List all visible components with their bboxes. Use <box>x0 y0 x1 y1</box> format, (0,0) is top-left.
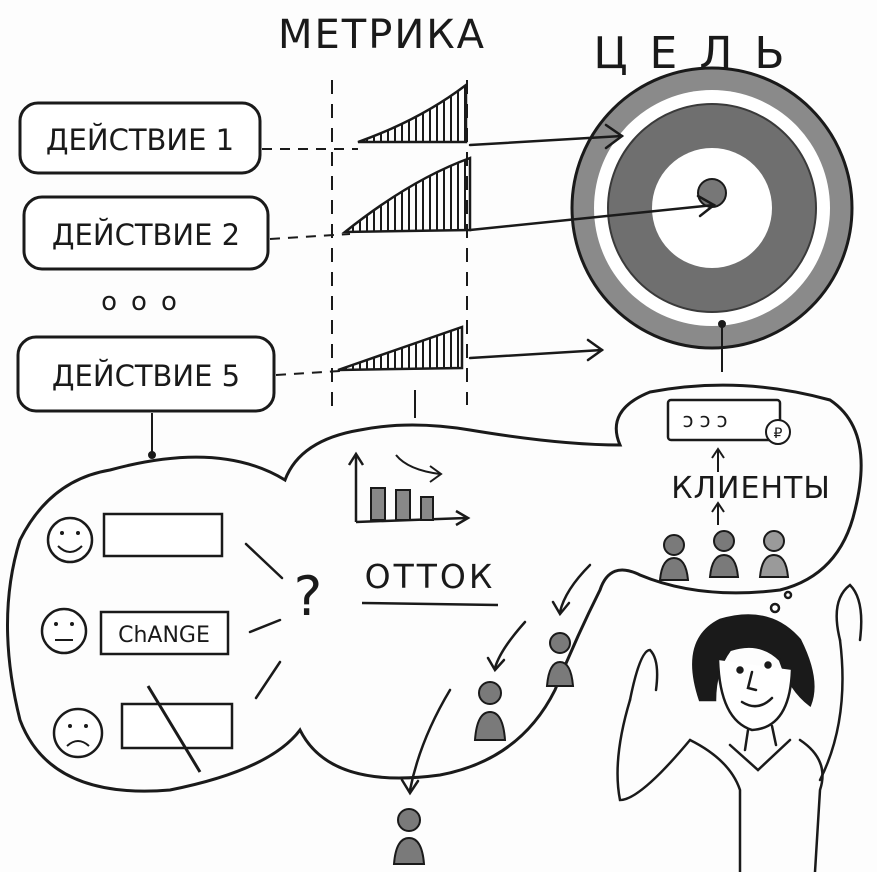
action-connectors <box>262 148 358 376</box>
action-label: ДЕЙСТВИЕ 2 <box>52 218 240 252</box>
churned-person-icon <box>545 632 575 687</box>
neutral-face-icon <box>40 607 88 655</box>
churn-label: ОТТОК <box>365 557 496 596</box>
feedback-box <box>102 512 224 558</box>
ruble-icon <box>765 419 791 445</box>
action-box-2: ДЕЙСТВИЕ 2 <box>22 195 270 271</box>
feedback-box <box>120 702 234 750</box>
feedback-happy <box>46 512 224 564</box>
ellipsis: ооо <box>101 287 191 317</box>
change-box <box>99 610 230 656</box>
question-mark: ? <box>294 565 323 628</box>
svg-text:ɔɔɔ: ɔɔɔ <box>683 408 734 432</box>
action-box-5: ДЕЙСТВИЕ 5 <box>16 335 276 413</box>
metric-header: МЕТРИКА <box>278 12 486 58</box>
feedback-neutral: ChANGE <box>40 607 230 656</box>
currency-symbol: ₽ <box>774 426 783 442</box>
arrows-to-target <box>468 123 717 362</box>
woman-illustration <box>616 583 863 874</box>
sad-face-icon <box>52 707 104 759</box>
clients-label: КЛИЕНТЫ <box>671 471 831 506</box>
strike-line <box>146 685 202 773</box>
clients-arrows <box>711 447 725 525</box>
churn-chart <box>347 451 471 527</box>
action-label: ДЕЙСТВИЕ 5 <box>52 359 240 393</box>
churn-underline <box>361 601 499 607</box>
action-box-1: ДЕЙСТВИЕ 1 <box>18 101 262 175</box>
churned-person-icon <box>392 808 426 865</box>
action-label: ДЕЙСТВИЕ 1 <box>46 123 234 157</box>
client-person-icon <box>758 530 790 578</box>
feedback-sad <box>52 685 234 773</box>
process-cloud <box>6 383 863 793</box>
happy-face-icon <box>46 516 94 564</box>
client-card: ɔɔɔ ₽ <box>666 398 791 445</box>
churned-person-icon <box>473 681 507 741</box>
client-person-icon <box>658 534 690 581</box>
client-person-icon <box>708 530 740 578</box>
cloud-connectors <box>148 320 726 459</box>
metric-curve-2 <box>341 156 472 234</box>
metric-curve-1 <box>357 82 468 144</box>
metric-curve-5 <box>337 325 464 372</box>
change-label: ChANGE <box>118 623 210 648</box>
feedback-arrows <box>244 542 284 700</box>
churn-flow-arrows <box>400 563 592 796</box>
